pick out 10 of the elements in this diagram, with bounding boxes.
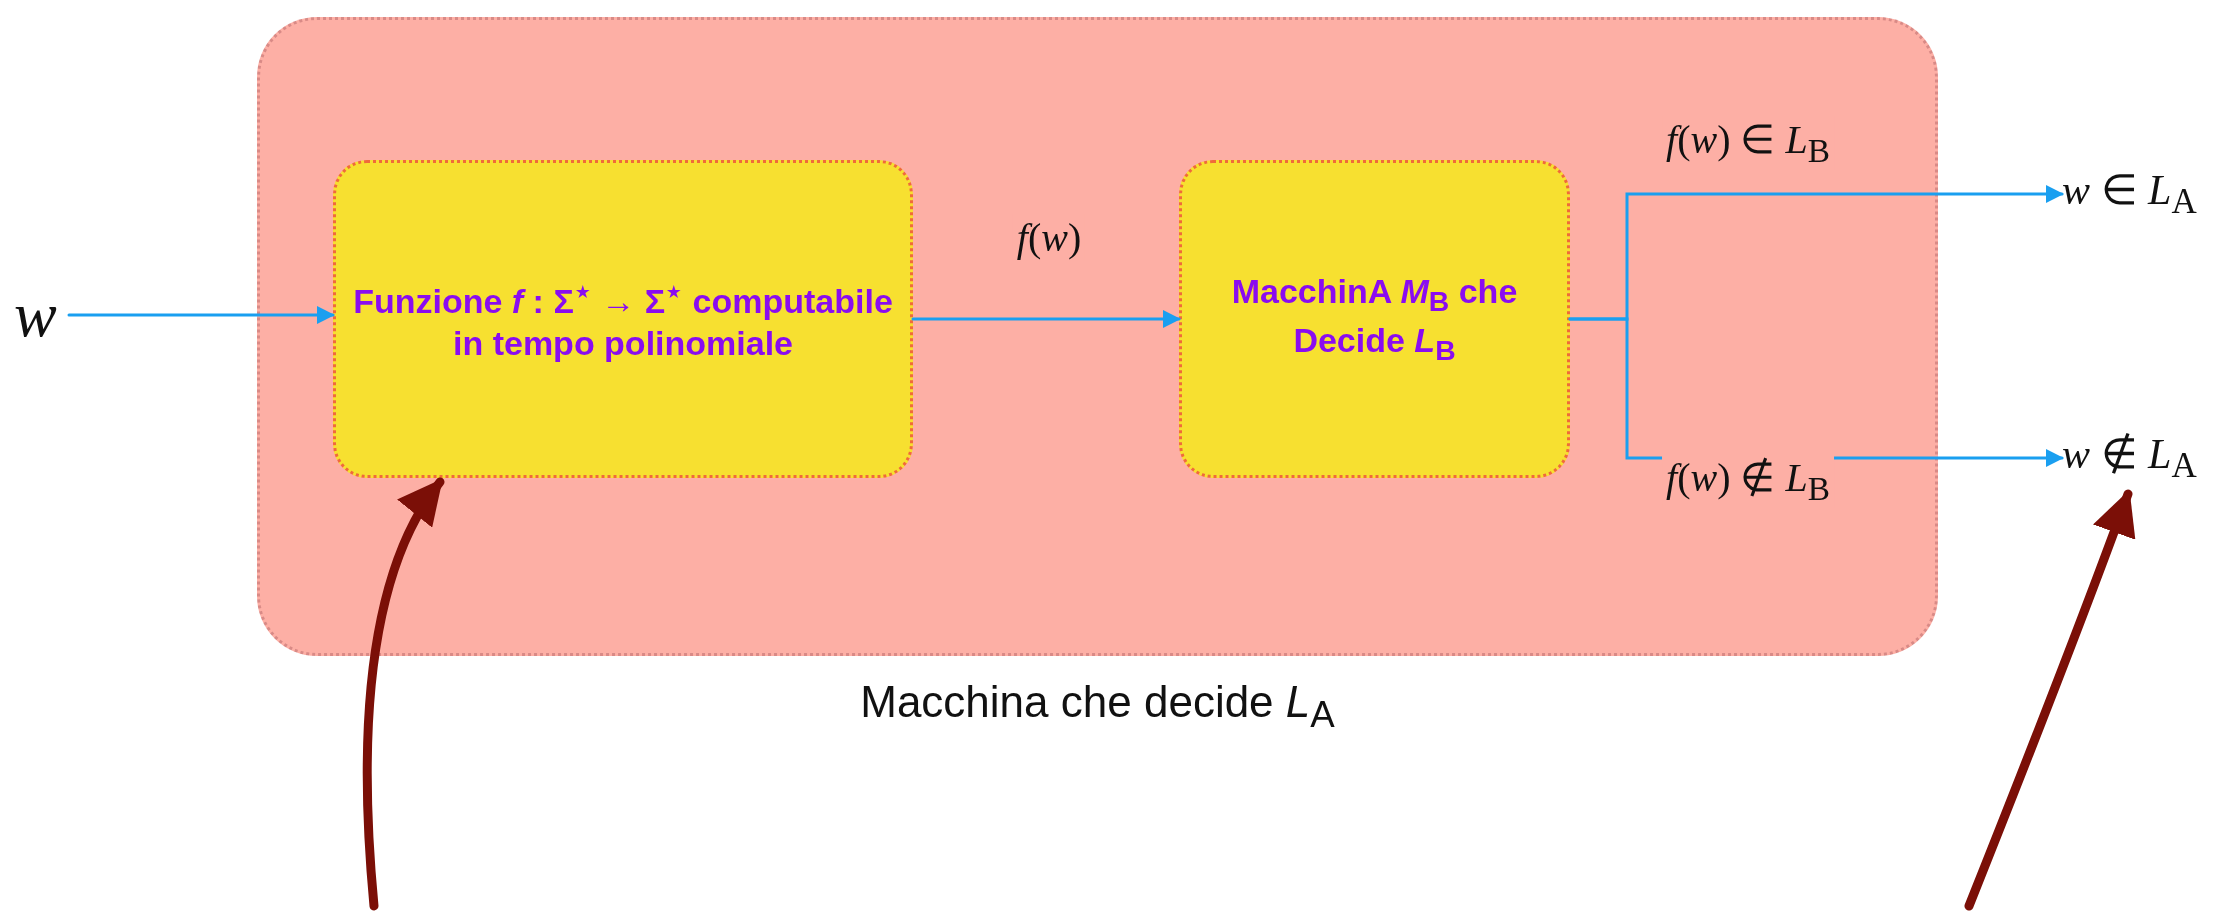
input-symbol: w [14,282,69,348]
output-label: w ∈ L$_{A}$ [2062,162,2234,226]
process-box: Funzione f : Σ$^{⋆}$ → Σ$^{⋆}$ computabile in tempo polinomiale [333,160,913,478]
panel-caption: Macchina che decide L$_{A}$ [859,677,1336,736]
curved-pointer-arrow [362,477,445,911]
curved-pointer-arrow [1964,489,2136,911]
process-box: MacchinA M$_{B}$ che Decide L$_{B}$ [1179,160,1570,478]
arrow [67,306,335,324]
arrow [911,310,1181,328]
output-label: w ∉ L$_{A}$ [2062,426,2234,490]
